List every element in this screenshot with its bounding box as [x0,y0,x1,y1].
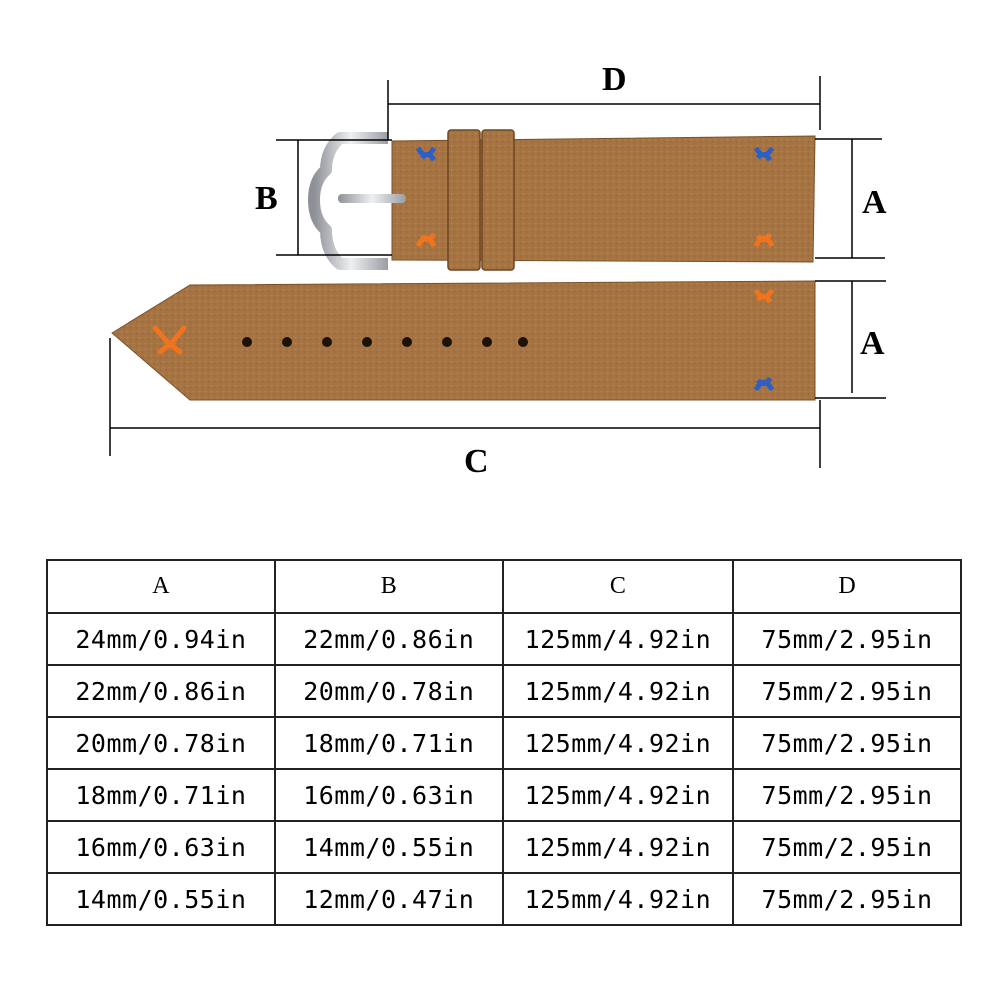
column-header-b: B [273,559,504,614]
table-cell: 24mm/0.94in [46,612,276,666]
dim-label-c: C [464,443,489,480]
strap-keeper-1 [447,129,481,271]
table-cell: 125mm/4.92in [501,664,735,718]
table-row: 16mm/0.63in 14mm/0.55in 125mm/4.92in 75m… [46,820,962,874]
buckle-strap [391,129,816,271]
stitch-orange-3 [753,288,775,304]
strap-hole [362,337,372,347]
table-cell: 75mm/2.95in [732,716,962,770]
strap-hole [518,337,528,347]
strap-keeper-2 [481,129,515,271]
stitch-orange-2 [753,232,775,248]
table-cell: 22mm/0.86in [46,664,276,718]
buckle [308,132,406,270]
watch-strap-diagram: D B A A C [109,61,887,480]
buckle-frame [308,132,388,270]
column-header-a: A [46,559,276,614]
column-header-c: C [501,559,735,614]
tail-strap-body [111,280,816,401]
strap-hole [442,337,452,347]
table-cell: 16mm/0.63in [46,820,276,874]
table-cell: 75mm/2.95in [732,612,962,666]
table-cell: 14mm/0.55in [46,872,276,926]
tail-strap [111,280,816,401]
stitch-orange-tip [152,325,187,355]
size-table-header-row: A B C D [46,559,962,614]
table-cell: 16mm/0.63in [273,768,504,822]
table-row: 22mm/0.86in 20mm/0.78in 125mm/4.92in 75m… [46,664,962,718]
table-cell: 125mm/4.92in [501,716,735,770]
stitch-blue-2 [753,146,775,162]
table-cell: 75mm/2.95in [732,820,962,874]
stitch-orange-1 [415,232,437,248]
table-cell: 12mm/0.47in [273,872,504,926]
strap-hole [242,337,252,347]
column-header-d: D [732,559,962,614]
table-row: 24mm/0.94in 22mm/0.86in 125mm/4.92in 75m… [46,612,962,666]
table-cell: 18mm/0.71in [273,716,504,770]
table-cell: 20mm/0.78in [46,716,276,770]
strap-holes [242,337,528,347]
table-cell: 75mm/2.95in [732,664,962,718]
dimension-lines [109,76,886,468]
strap-hole [282,337,292,347]
strap-hole [402,337,412,347]
dim-label-a-top: A [862,184,887,221]
table-row: 20mm/0.78in 18mm/0.71in 125mm/4.92in 75m… [46,716,962,770]
stitch-blue-1 [415,146,437,162]
table-cell: 14mm/0.55in [273,820,504,874]
table-cell: 75mm/2.95in [732,768,962,822]
strap-hole [322,337,332,347]
table-cell: 125mm/4.92in [501,872,735,926]
table-cell: 20mm/0.78in [273,664,504,718]
strap-hole [482,337,492,347]
dim-label-b: B [255,180,278,217]
table-row: 14mm/0.55in 12mm/0.47in 125mm/4.92in 75m… [46,872,962,926]
table-cell: 125mm/4.92in [501,820,735,874]
table-cell: 18mm/0.71in [46,768,276,822]
buckle-tongue [338,194,406,203]
dim-label-a-bottom: A [860,325,885,362]
table-row: 18mm/0.71in 16mm/0.63in 125mm/4.92in 75m… [46,768,962,822]
dim-label-d: D [602,61,627,98]
stitch-blue-3 [753,376,775,392]
table-cell: 125mm/4.92in [501,768,735,822]
table-cell: 22mm/0.86in [273,612,504,666]
table-cell: 75mm/2.95in [732,872,962,926]
table-cell: 125mm/4.92in [501,612,735,666]
size-table: A B C D 24mm/0.94in 22mm/0.86in 125mm/4.… [46,559,962,926]
